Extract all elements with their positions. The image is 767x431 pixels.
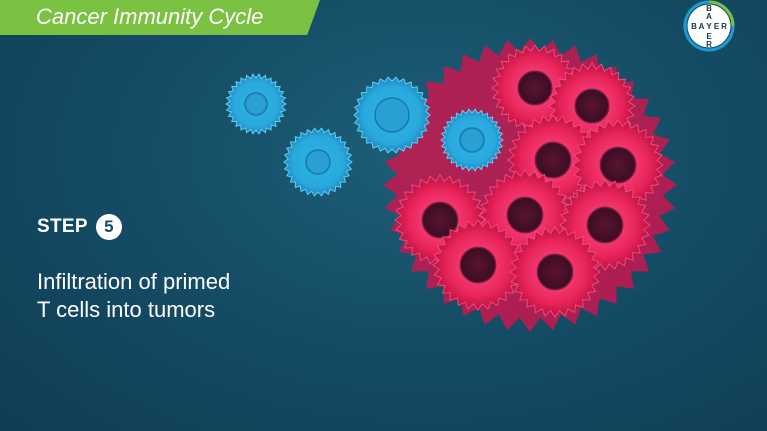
tumor-cell-nucleus xyxy=(459,246,497,284)
logo-letter-e: E xyxy=(714,22,720,31)
logo-letter-e-col: E xyxy=(706,32,712,41)
t-cell-nucleus xyxy=(305,149,331,175)
t-cells-group xyxy=(225,73,504,197)
tumor-cell-nucleus xyxy=(574,88,610,124)
logo-letter-a: A xyxy=(706,12,712,21)
bayer-cross-logo-icon: B A B A Y E R E R xyxy=(683,0,735,52)
step-label: STEP xyxy=(37,216,88,237)
logo-letter-r: R xyxy=(721,22,727,31)
logo-letter-b: B xyxy=(706,4,712,13)
tumor-cells-group xyxy=(394,44,664,318)
tumor-cell-nucleus xyxy=(517,70,553,106)
t-cell-nucleus xyxy=(374,97,410,133)
tumor-cell-nucleus xyxy=(586,206,624,244)
logo-letter-b-row: B xyxy=(691,22,697,31)
logo-letter-a-row: A xyxy=(699,22,705,31)
logo-letter-y: Y xyxy=(706,22,712,31)
t-cell-nucleus xyxy=(244,92,268,116)
t-cell-nucleus xyxy=(459,127,485,153)
description-line-2: T cells into tumors xyxy=(37,297,216,322)
tumor-cell-nucleus xyxy=(421,201,459,239)
tumor-cell-nucleus xyxy=(534,141,572,179)
logo-letter-r-col: R xyxy=(706,40,712,49)
tumor-cell-nucleus xyxy=(536,253,574,291)
title-banner xyxy=(0,0,320,35)
step-number-badge: 5 xyxy=(95,214,122,240)
description-line-1: Infiltration of primed xyxy=(37,269,231,294)
page-title: Cancer Immunity Cycle xyxy=(36,4,264,29)
step-indicator: STEP 5 xyxy=(37,214,122,240)
step-description: Infiltration of primed T cells into tumo… xyxy=(37,268,230,324)
tumor-cell-nucleus xyxy=(599,146,637,184)
tumor-cell-nucleus xyxy=(506,196,544,234)
